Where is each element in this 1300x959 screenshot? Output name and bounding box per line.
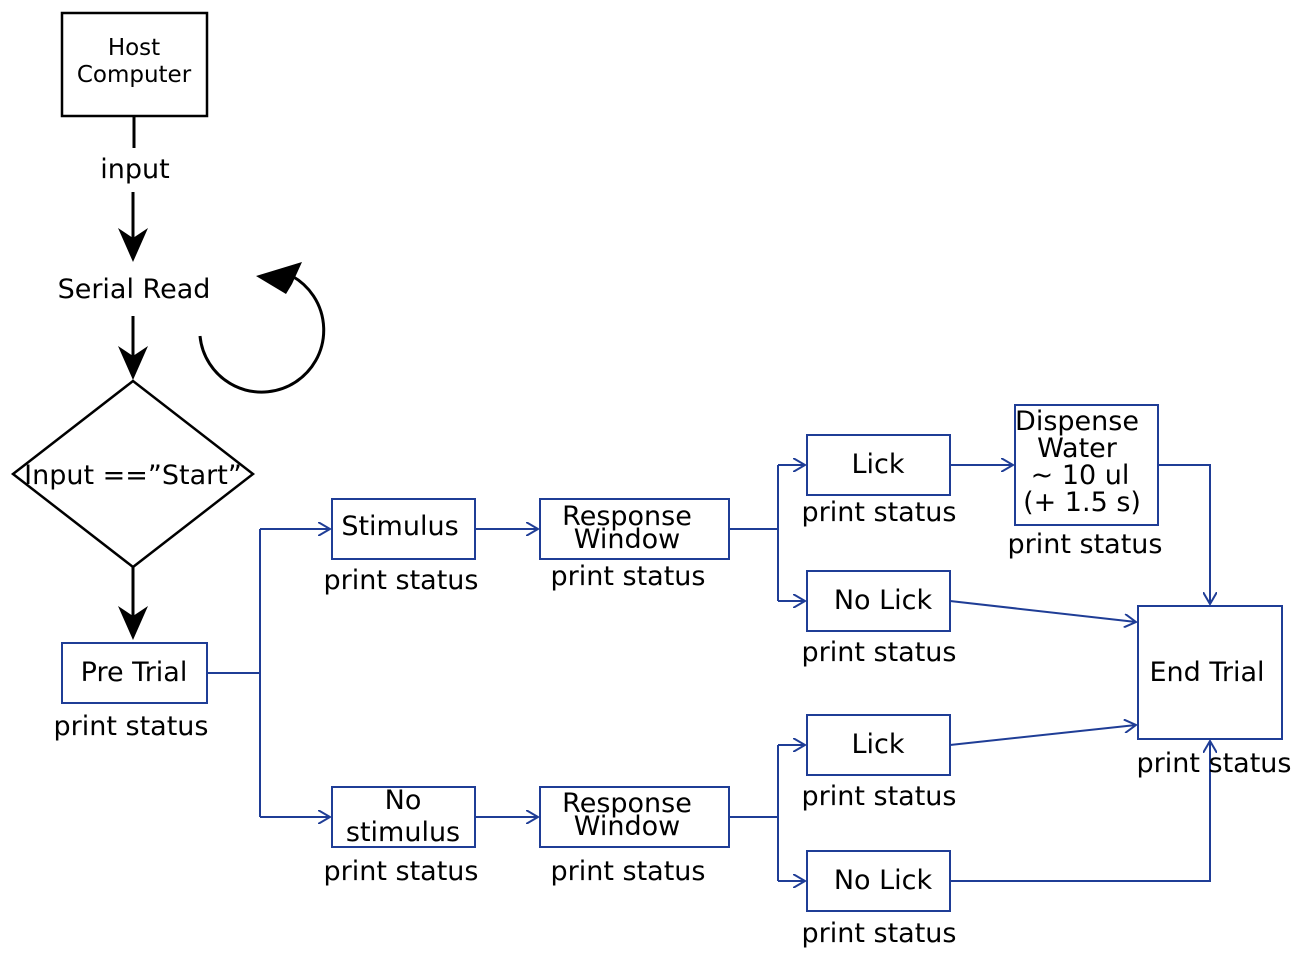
no-stimulus-label-1: No	[385, 785, 422, 816]
response-window-top-label-2: Window	[574, 524, 680, 555]
response-window-bottom-status: print status	[551, 856, 706, 887]
no-lick-bottom-to-end-arrow	[950, 741, 1210, 882]
host-computer-label-2: Computer	[77, 62, 192, 88]
response-window-top-label-1: Response	[562, 501, 692, 532]
response-window-bottom-label-2: Window	[574, 811, 680, 842]
dispense-label-2: Water	[1037, 433, 1118, 464]
no-lick-top-status: print status	[802, 637, 957, 668]
pre-trial-label: Pre Trial	[81, 657, 188, 688]
dispense-label-3: ~ 10 ul	[1031, 460, 1130, 491]
lick-top-status: print status	[802, 497, 957, 528]
decision-arrowhead	[118, 606, 148, 640]
host-computer-label-1: Host	[108, 35, 160, 61]
input-label: input	[100, 154, 169, 185]
pre-trial-box	[61, 642, 208, 704]
input-arrowhead	[118, 228, 148, 262]
loop-arrowhead-icon	[256, 262, 302, 294]
no-lick-bottom-box	[806, 850, 951, 912]
no-stimulus-label-2: stimulus	[346, 817, 460, 848]
no-stimulus-status: print status	[324, 856, 479, 887]
stimulus-box	[331, 498, 476, 560]
serial-read-arrowhead	[118, 346, 148, 380]
end-trial-box	[1137, 605, 1283, 740]
start-decision-label: Input ==”Start”	[24, 460, 242, 491]
serial-read-label: Serial Read	[58, 274, 211, 305]
dispense-label-1: Dispense	[1015, 406, 1139, 437]
no-lick-bottom-status: print status	[802, 918, 957, 949]
loop-arc	[198, 274, 326, 394]
stimulus-label: Stimulus	[341, 511, 458, 542]
dispense-label-4: (+ 1.5 s)	[1023, 487, 1141, 518]
response-window-top-box	[539, 498, 730, 560]
lick-bottom-to-end-arrow	[949, 725, 1136, 746]
no-stimulus-box	[331, 786, 476, 848]
no-lick-top-label: No Lick	[834, 585, 933, 616]
no-lick-top-to-end-arrow	[949, 600, 1136, 622]
no-lick-bottom-label: No Lick	[834, 865, 933, 896]
end-trial-label: End Trial	[1149, 657, 1264, 688]
dispense-status: print status	[1008, 529, 1163, 560]
dispense-to-end-arrow	[1158, 464, 1210, 604]
pre-trial-status: print status	[54, 711, 209, 742]
host-computer-box	[60, 11, 209, 118]
lick-top-label: Lick	[851, 449, 904, 480]
response-window-top-status: print status	[551, 561, 706, 592]
dispense-water-box	[1014, 404, 1159, 526]
stimulus-status: print status	[324, 565, 479, 596]
lick-bottom-label: Lick	[851, 729, 904, 760]
response-window-bottom-label-1: Response	[562, 788, 692, 819]
no-lick-top-box	[806, 570, 951, 632]
lick-bottom-status: print status	[802, 781, 957, 812]
end-trial-status: print status	[1137, 748, 1292, 779]
